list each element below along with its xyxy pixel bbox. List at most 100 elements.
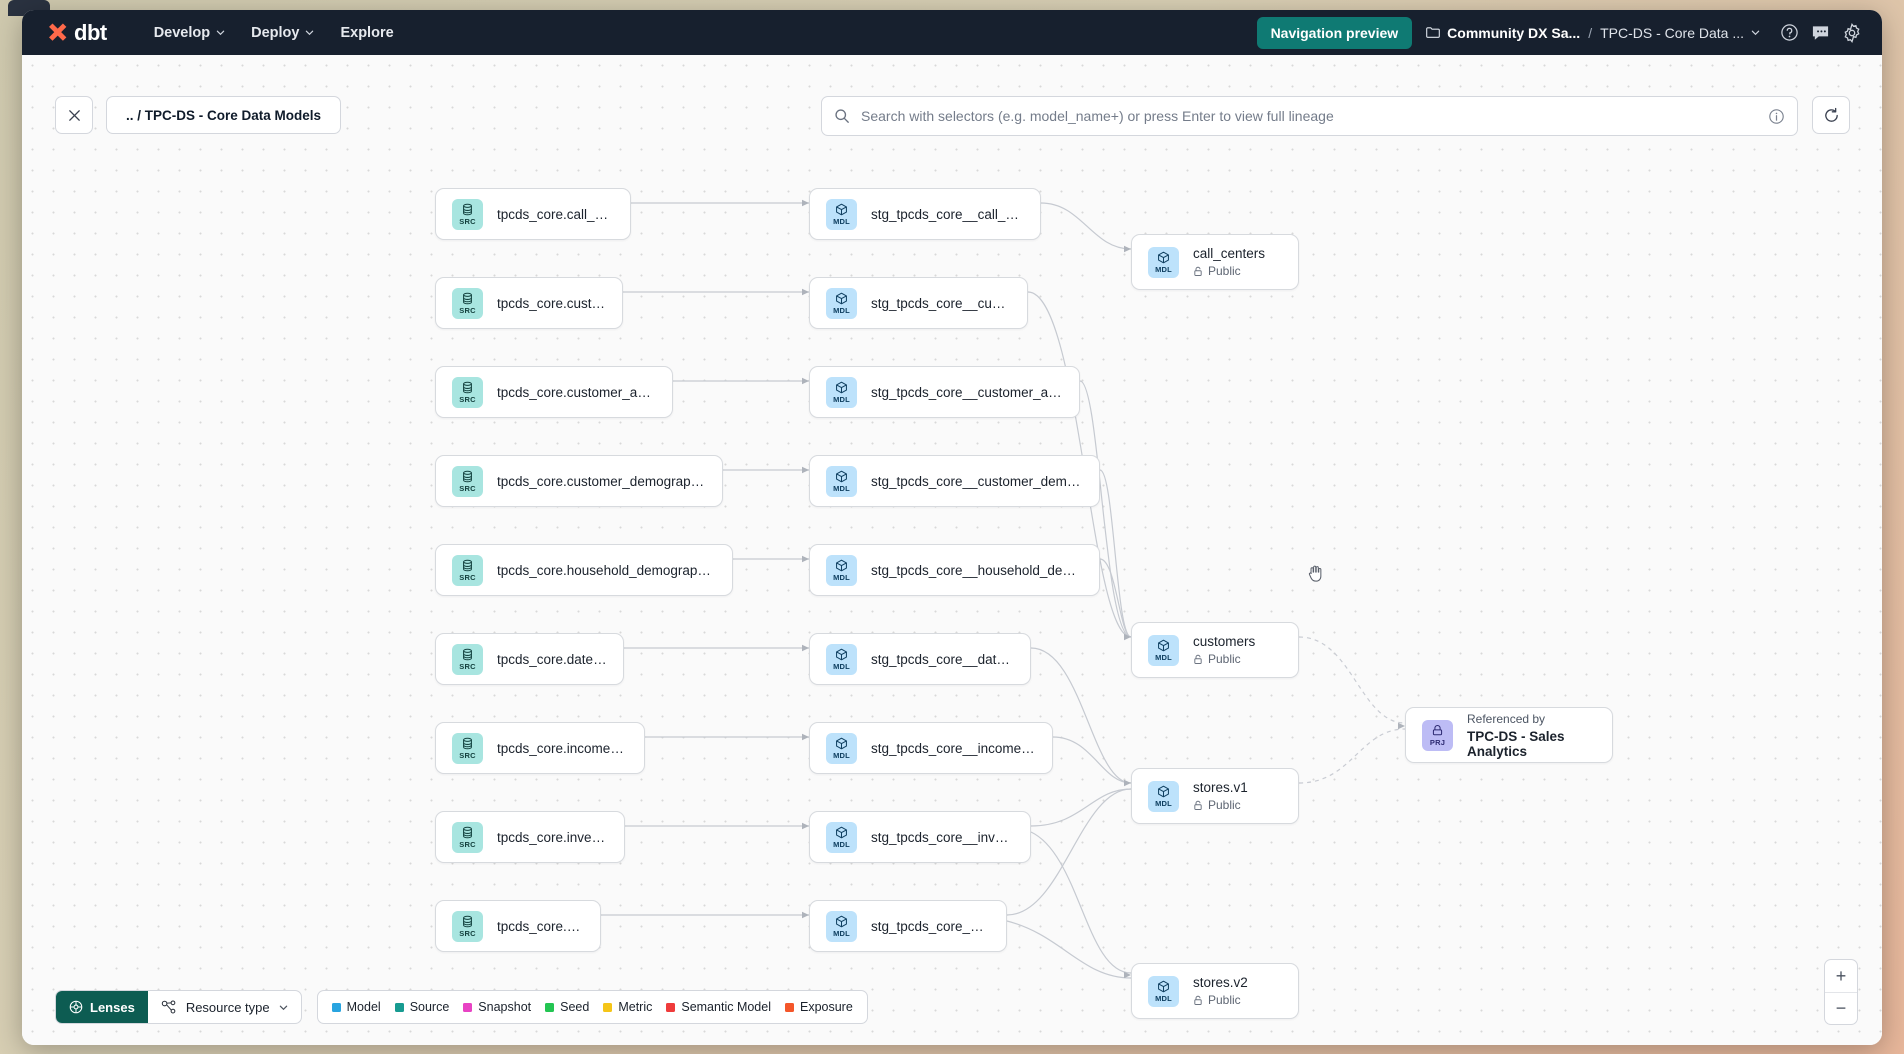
folder-icon (1426, 26, 1441, 38)
node-label: stg_tpcds_core__inventory (871, 829, 1014, 845)
refresh-lineage-button[interactable] (1812, 96, 1850, 134)
src-badge-icon: SRC (452, 732, 483, 764)
project-icon (1431, 724, 1444, 737)
database-icon (461, 559, 474, 572)
lineage-search-bar[interactable]: Search with selectors (e.g. model_name+)… (821, 96, 1798, 136)
cube-icon (835, 559, 848, 572)
node-body: tpcds_core.inventory (497, 830, 608, 845)
nav-item-develop[interactable]: Develop (143, 18, 236, 48)
node-access-badge: Public (1193, 652, 1255, 666)
account-selector[interactable]: Community DX Sa... (1426, 25, 1580, 41)
feedback-icon[interactable] (1811, 24, 1830, 42)
legend-item-exposure[interactable]: Exposure (784, 1000, 853, 1014)
zoom-in-button[interactable]: + (1835, 965, 1847, 986)
legend-label: Source (409, 1000, 450, 1014)
node-body: stg_tpcds_core__store (871, 919, 990, 934)
search-icon (835, 109, 849, 123)
source-node[interactable]: SRC tpcds_core.income_band (435, 722, 645, 774)
mdl-badge-icon: MDL (826, 465, 857, 497)
node-body: tpcds_core.store (497, 919, 584, 934)
app-window: dbt Develop Deploy Explore (22, 10, 1882, 1045)
breadcrumb-separator: / (1588, 24, 1593, 41)
mdl-badge-icon: MDL (1148, 975, 1179, 1007)
cube-icon (835, 292, 848, 305)
nav-icon-cluster (1780, 22, 1862, 43)
cube-icon (1157, 980, 1170, 993)
navigation-preview-button[interactable]: Navigation preview (1256, 16, 1413, 49)
node-body: stg_tpcds_core__call_center (871, 207, 1024, 222)
node-label: stg_tpcds_core__date_dim (871, 651, 1014, 667)
settings-icon[interactable] (1842, 22, 1862, 43)
lineage-graph: SRCtpcds_core.call_centerSRCtpcds_core.c… (22, 55, 1882, 1045)
search-input-placeholder[interactable]: Search with selectors (e.g. model_name+)… (861, 108, 1334, 124)
legend-item-model[interactable]: Model (331, 1000, 381, 1014)
node-body: stg_tpcds_core__date_dim (871, 652, 1014, 667)
search-info-icon[interactable] (1768, 108, 1785, 125)
lenses-button[interactable]: Lenses (56, 991, 148, 1023)
node-body: tpcds_core.income_band (497, 741, 628, 756)
node-label: stg_tpcds_core__income_band (871, 740, 1036, 756)
legend-item-snapshot[interactable]: Snapshot (463, 1000, 531, 1014)
breadcrumb-chip-label: .. / TPC-DS - Core Data Models (126, 107, 322, 123)
model-node[interactable]: MDL stg_tpcds_core__call_center (809, 188, 1041, 240)
close-lineage-button[interactable] (55, 96, 93, 134)
node-body: stg_tpcds_core__household_demogr... (871, 563, 1083, 578)
model-node[interactable]: MDL stg_tpcds_core__date_dim (809, 633, 1031, 685)
legend-swatch (666, 1002, 676, 1012)
project-selector[interactable]: TPC-DS - Core Data ... (1600, 25, 1760, 41)
breadcrumb-chip[interactable]: .. / TPC-DS - Core Data Models (106, 96, 342, 134)
dbt-x-icon (49, 22, 67, 41)
node-body: tpcds_core.customer_address (497, 385, 656, 400)
legend-swatch (603, 1002, 613, 1012)
primary-nav: Develop Deploy Explore (143, 18, 405, 48)
lock-icon (1194, 266, 1202, 276)
node-label: tpcds_core.customer (497, 295, 606, 311)
lock-icon (1194, 654, 1202, 664)
legend-item-seed[interactable]: Seed (545, 1000, 589, 1014)
node-label: tpcds_core.customer_demographics (497, 473, 706, 489)
mdl-badge-icon: MDL (826, 643, 857, 675)
node-access-label: Public (1208, 652, 1241, 666)
resource-type-filter[interactable]: Resource type (148, 991, 301, 1023)
src-badge-icon: SRC (452, 198, 483, 230)
mdl-badge-icon: MDL (826, 198, 857, 230)
nav-item-deploy[interactable]: Deploy (240, 18, 325, 48)
lock-icon (1194, 800, 1202, 810)
node-body: tpcds_core.date_dim (497, 652, 607, 667)
src-badge-icon: SRC (452, 910, 483, 942)
database-icon (461, 381, 474, 394)
cube-icon (835, 648, 848, 661)
nav-item-explore[interactable]: Explore (329, 18, 404, 48)
lineage-canvas[interactable]: SRCtpcds_core.call_centerSRCtpcds_core.c… (22, 55, 1882, 1045)
legend-item-source[interactable]: Source (394, 1000, 450, 1014)
legend-label: Snapshot (478, 1000, 532, 1014)
help-icon[interactable] (1780, 23, 1799, 42)
database-icon (461, 203, 474, 216)
legend-item-semantic-model[interactable]: Semantic Model (666, 1000, 771, 1014)
zoom-out-button[interactable]: − (1825, 992, 1857, 1024)
source-node[interactable]: SRC tpcds_core.store (435, 900, 601, 952)
dbt-logo[interactable]: dbt (44, 20, 107, 46)
legend-item-metric[interactable]: Metric (603, 1000, 652, 1014)
